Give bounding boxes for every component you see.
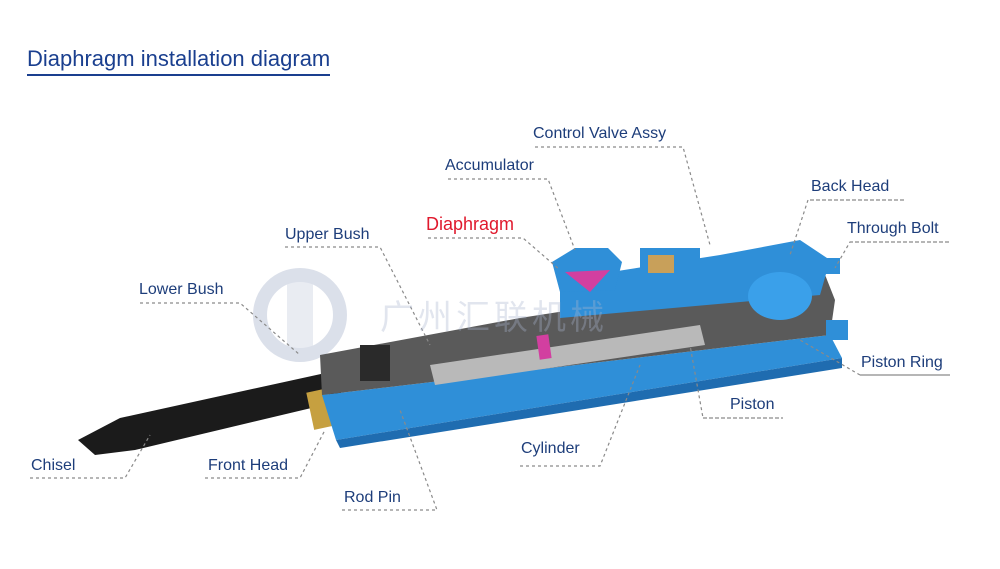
label-control-valve-assy: Control Valve Assy (533, 125, 667, 142)
label-accumulator: Accumulator (445, 157, 534, 174)
label-back-head: Back Head (811, 178, 890, 195)
accumulator-shape (552, 248, 622, 292)
label-upper-bush: Upper Bush (285, 226, 370, 243)
back-head-chamber (748, 272, 812, 320)
diaphragm-shape (565, 270, 610, 292)
through-bolt-knob-bottom (826, 320, 848, 340)
label-rod-pin: Rod Pin (344, 489, 401, 506)
label-piston: Piston (730, 396, 775, 413)
piston-shape (430, 325, 705, 385)
label-lower-bush: Lower Bush (139, 281, 224, 298)
through-bolt-knob-top (820, 258, 840, 274)
piston-ring-pink (536, 334, 552, 360)
diagram-title: Diaphragm installation diagram (27, 46, 331, 76)
label-cylinder: Cylinder (521, 440, 580, 457)
watermark-logo (253, 268, 347, 362)
label-piston-ring: Piston Ring (861, 354, 943, 371)
label-diaphragm: Diaphragm (426, 214, 515, 234)
label-chisel: Chisel (31, 457, 76, 474)
watermark-text: 广州汇联机械 (380, 298, 608, 338)
upper-bush-block (360, 345, 390, 381)
breaker-body-bottom (336, 358, 842, 448)
breaker-body (322, 335, 842, 440)
chisel-shape (78, 372, 345, 455)
label-front-head: Front Head (208, 457, 289, 474)
leader-lines (30, 146, 950, 511)
label-through-bolt: Through Bolt (847, 220, 939, 237)
